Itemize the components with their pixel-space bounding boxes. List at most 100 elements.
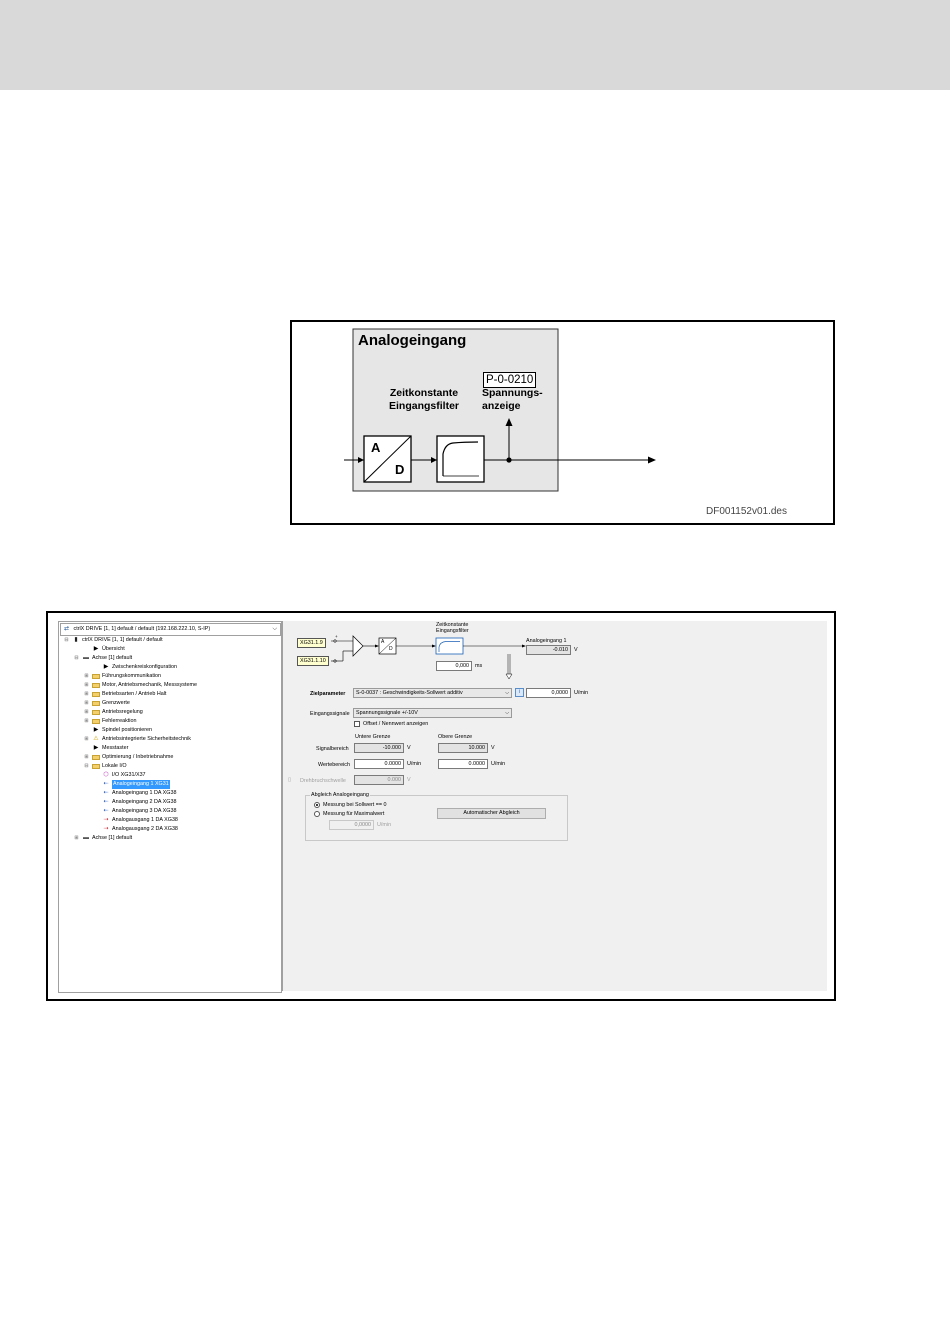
tree-item[interactable]: ⇠Analogeingang 3 DA XG38	[59, 807, 281, 816]
network-icon: ⇄	[63, 626, 70, 632]
tree-item-label: Antriebsregelung	[102, 709, 143, 715]
tree-item[interactable]: ⊞▬Achse [1] default	[59, 834, 281, 843]
expand-icon[interactable]: ⊞	[84, 709, 89, 715]
tree-item[interactable]: ⊞ Betriebsarten / Antrieb Halt	[59, 690, 281, 699]
signal-range-low-unit: V	[407, 745, 411, 751]
tree-item[interactable]: ⇢Analogausgang 1 DA XG38	[59, 816, 281, 825]
device-dropdown[interactable]: ⇄ ctrlX DRIVE [1, 1] default / default (…	[60, 623, 281, 636]
tree-item[interactable]: ▶Spindel positionieren	[59, 726, 281, 735]
collapse-icon[interactable]: ⊟	[64, 637, 69, 643]
device-dropdown-label: ctrlX DRIVE [1, 1] default / default (19…	[73, 626, 211, 632]
tree-item-label: I/O XG31/X37	[112, 772, 146, 778]
expand-icon[interactable]: ⊞	[84, 718, 89, 724]
signal-range-high-unit: V	[491, 745, 495, 751]
expand-icon[interactable]: ⊞	[84, 673, 89, 679]
folder-icon	[92, 692, 100, 697]
tree-item-label: Fehlerreaktion	[102, 718, 137, 724]
tree-item[interactable]: ⬡I/O XG31/X37	[59, 771, 281, 780]
filter-arrowhead	[431, 457, 437, 463]
collapse-icon[interactable]: ⊟	[74, 655, 79, 661]
expand-icon[interactable]: ⊞	[74, 835, 79, 841]
filter-curve	[442, 441, 479, 476]
deadband-label: Drehbruchschwelle	[300, 778, 346, 784]
value-range-low-input[interactable]: 0.0000	[354, 759, 404, 769]
target-param-label: Zielparameter	[310, 691, 346, 697]
tree-item[interactable]: ⇠Analogeingang 1 DA XG38	[59, 789, 281, 798]
tree-item[interactable]: ⊞⚠Antriebsintegrierte Sicherheitstechnik	[59, 735, 281, 744]
filter-symbol	[435, 637, 464, 655]
project-tree: ⊟ ▮ ctrlX DRIVE [1, 1] default / default ▶Ü…	[59, 636, 281, 843]
tree-item[interactable]: ▶Übersicht	[59, 645, 281, 654]
collapse-icon[interactable]: ⊟	[84, 763, 89, 769]
value-range-label: Wertebereich	[318, 762, 350, 768]
tree-item-label: Analogeingang 1 DA XG38	[112, 790, 177, 796]
analog-output-icon: ⇢	[103, 817, 109, 823]
cal-max-radio[interactable]	[314, 811, 320, 817]
signal-range-low: -10.000	[354, 743, 404, 753]
diagram-file-id: DF001152v01.des	[706, 506, 787, 517]
tree-item-label: Spindel positionieren	[102, 727, 153, 733]
tree-item-label: Achse [1] default	[92, 835, 133, 841]
software-screenshot: ⇄ ctrlX DRIVE [1, 1] default / default (…	[46, 611, 836, 1001]
tree-item[interactable]: ⇠Analogeingang 1 XG31	[59, 780, 281, 789]
cal-value-unit: U/min	[377, 822, 392, 828]
offset-checkbox[interactable]	[354, 721, 360, 727]
arrow-icon: ▶	[93, 745, 99, 751]
expand-icon[interactable]: ⊞	[84, 700, 89, 706]
tree-item[interactable]: ▶Messtaster	[59, 744, 281, 753]
input-signal-select-value: Spannungssignale +/-10V	[356, 710, 418, 716]
tree-item[interactable]: ⊞ Antriebsregelung	[59, 708, 281, 717]
analog-input-icon: ⇠	[103, 790, 109, 796]
target-result-unit: U/min	[574, 690, 589, 696]
tree-item[interactable]: ⊟ ▮ ctrlX DRIVE [1, 1] default / default	[59, 636, 281, 645]
cal-value: 0,0000	[329, 820, 374, 830]
input-signal-label: Eingangssignale	[310, 711, 350, 717]
auto-calibration-button[interactable]: Automatischer Abgleich	[437, 808, 546, 819]
tree-item[interactable]: ⊟▬Achse [1] default	[59, 654, 281, 663]
display-label-line1: Spannungs-	[482, 387, 543, 399]
analog-input-panel: XG31.1.9 XG31.1.10 + - A D Zeitkonstante…	[282, 621, 827, 991]
filter-time-input[interactable]: 0,000	[436, 661, 472, 671]
io-tag-xg31-1-9: XG31.1.9	[297, 638, 326, 648]
tree-item-label: Betriebsarten / Antrieb Halt	[102, 691, 167, 697]
parameter-info-icon[interactable]: i	[515, 688, 524, 697]
tree-item[interactable]: ⊞ Optimierung / Inbetriebnahme	[59, 753, 281, 762]
calibration-group	[305, 795, 568, 841]
tree-item-label: Analogeingang 2 DA XG38	[112, 799, 177, 805]
folder-icon	[92, 683, 100, 688]
tree-item[interactable]: ⊟Lokale I/O	[59, 762, 281, 771]
value-range-high-unit: U/min	[491, 761, 506, 767]
expand-icon[interactable]: ⊞	[84, 682, 89, 688]
tree-item[interactable]: ⇠Analogeingang 2 DA XG38	[59, 798, 281, 807]
display-label: Spannungs- anzeige	[482, 387, 543, 413]
tree-item[interactable]: ⊞Führungskommunikation	[59, 672, 281, 681]
block-diagram: Analogeingang Zeitkonstante Eingangsfilt…	[290, 320, 835, 525]
lower-limit-header: Untere Grenze	[355, 734, 391, 740]
arrow-icon: ▶	[93, 646, 99, 652]
drive-icon: ▮	[74, 637, 78, 643]
cal-zero-radio[interactable]	[314, 802, 320, 808]
tree-item-label: Analogeingang 3 DA XG38	[112, 808, 177, 814]
amplifier-symbol	[352, 635, 364, 657]
tree-item-label: ctrlX DRIVE [1, 1] default / default	[82, 637, 163, 643]
io-tag-xg31-1-10: XG31.1.10	[297, 656, 329, 666]
tree-item[interactable]: ⊞ Fehlerreaktion	[59, 717, 281, 726]
expand-icon[interactable]: ⊞	[84, 691, 89, 697]
expand-icon[interactable]: ⊞	[84, 754, 89, 760]
tree-item[interactable]: ▶Zwischenkreiskonfiguration	[59, 663, 281, 672]
tree-item-label: Optimierung / Inbetriebnahme	[102, 754, 174, 760]
signal-range-label: Signalbereich	[316, 746, 349, 752]
filter-time-unit: ms	[475, 663, 483, 669]
value-range-high-input[interactable]: 0.0000	[438, 759, 488, 769]
ad-label-d: D	[395, 462, 405, 477]
expand-icon[interactable]: ⊞	[84, 736, 89, 742]
tree-item[interactable]: ⇢Analogausgang 2 DA XG38	[59, 825, 281, 834]
target-param-select[interactable]: S-0-0037 : Geschwindigkeits-Sollwert add…	[353, 688, 512, 698]
chevron-down-icon: ⌵	[505, 690, 509, 696]
input-signal-select[interactable]: Spannungssignale +/-10V ⌵	[353, 708, 512, 718]
signal-flow-graphics	[331, 635, 526, 680]
tree-item-label: Grenzwerte	[102, 700, 130, 706]
tree-item[interactable]: ⊞Motor, Antriebsmechanik, Messsysteme	[59, 681, 281, 690]
filter-label-line2: Eingangsfilter	[389, 400, 460, 412]
tree-item[interactable]: ⊞ Grenzwerte	[59, 699, 281, 708]
